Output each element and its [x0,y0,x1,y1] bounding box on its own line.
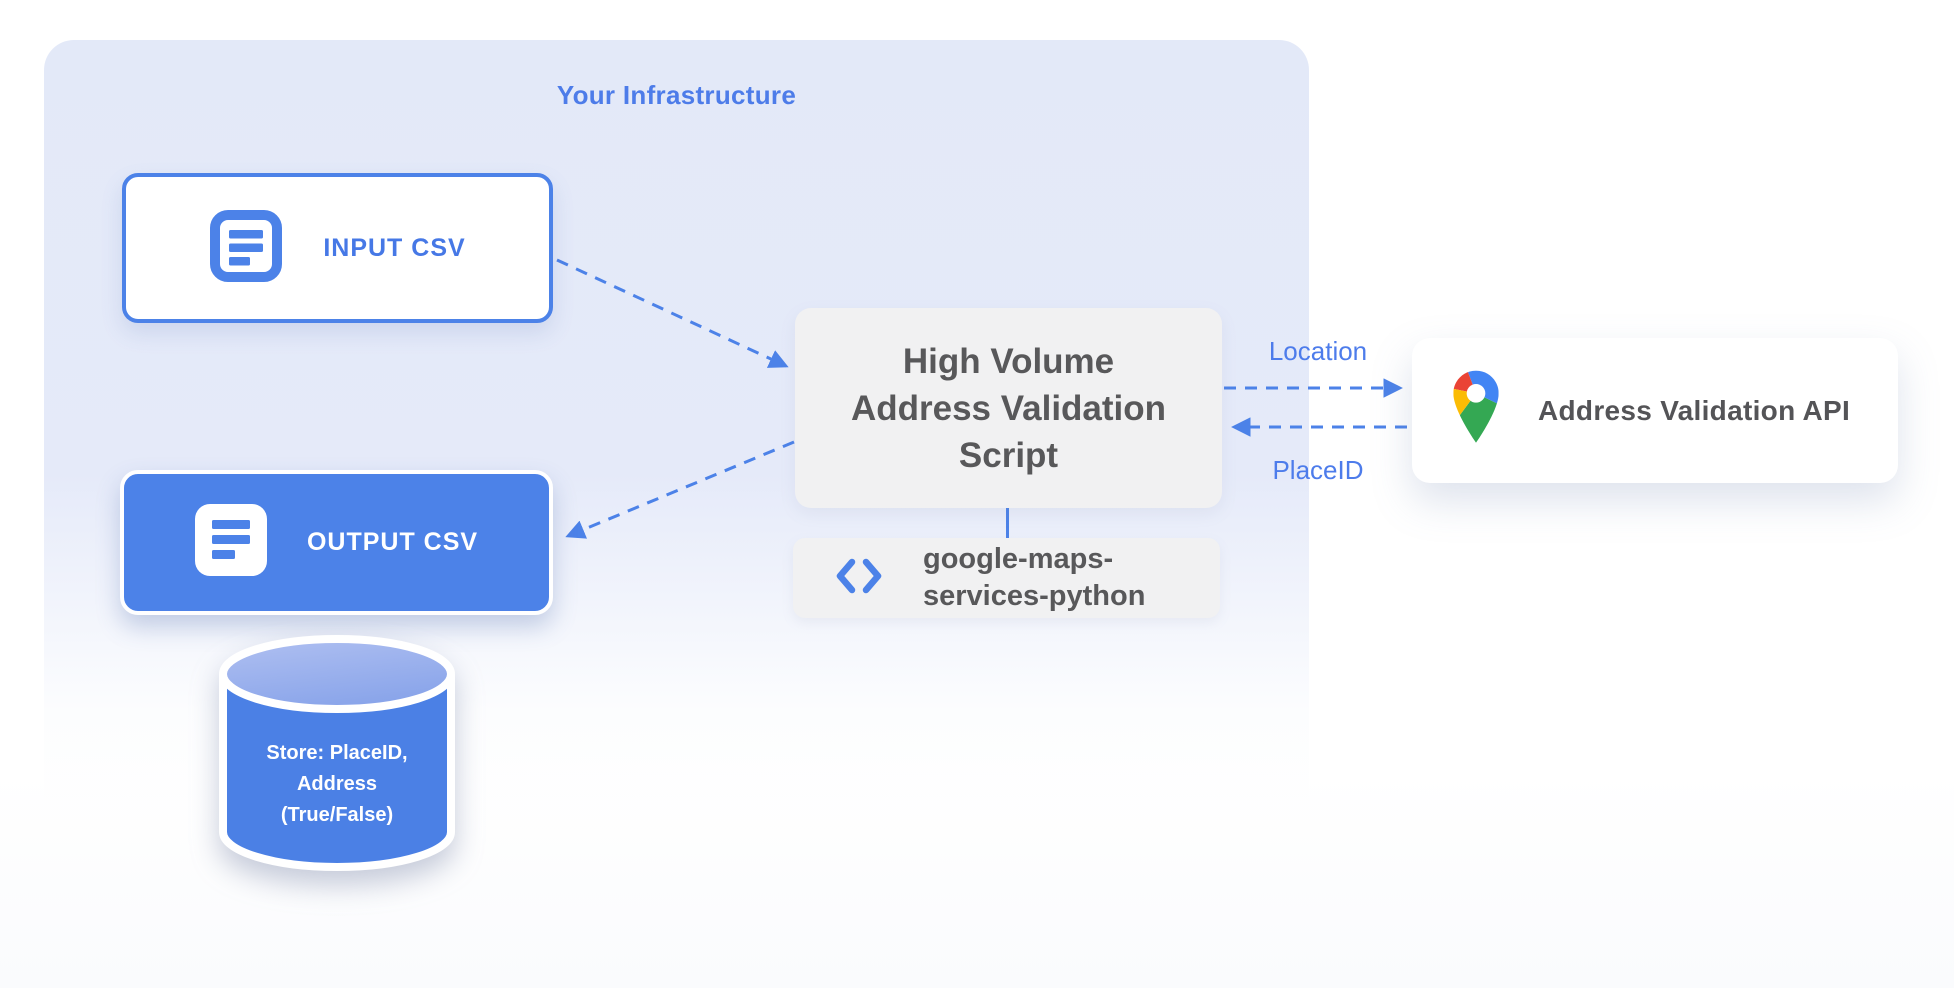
code-brackets-icon [835,557,883,600]
document-lines-icon [194,504,267,581]
output-csv-label: OUTPUT CSV [306,528,479,556]
library-label: google-maps- services-python [923,543,1146,612]
datastore-cylinder [212,630,462,880]
script-label: High Volume Address Validation Script [850,341,1167,475]
edge-label-placeid: PlaceID [1272,455,1364,485]
edge-label-location: Location [1268,336,1368,366]
google-maps-pin-icon [1444,368,1508,453]
input-csv-node: INPUT CSV [122,173,553,323]
script-node: High Volume Address Validation Script [795,308,1222,508]
library-node: google-maps- services-python [793,538,1220,618]
document-lines-icon [209,209,283,288]
api-node: Address Validation API [1412,338,1898,483]
api-label: Address Validation API [1538,394,1851,426]
output-csv-node: OUTPUT CSV [120,470,553,615]
infrastructure-title: Your Infrastructure [556,80,797,110]
datastore-label: Store: PlaceID, Address (True/False) [266,742,408,826]
input-csv-label: INPUT CSV [323,233,466,262]
